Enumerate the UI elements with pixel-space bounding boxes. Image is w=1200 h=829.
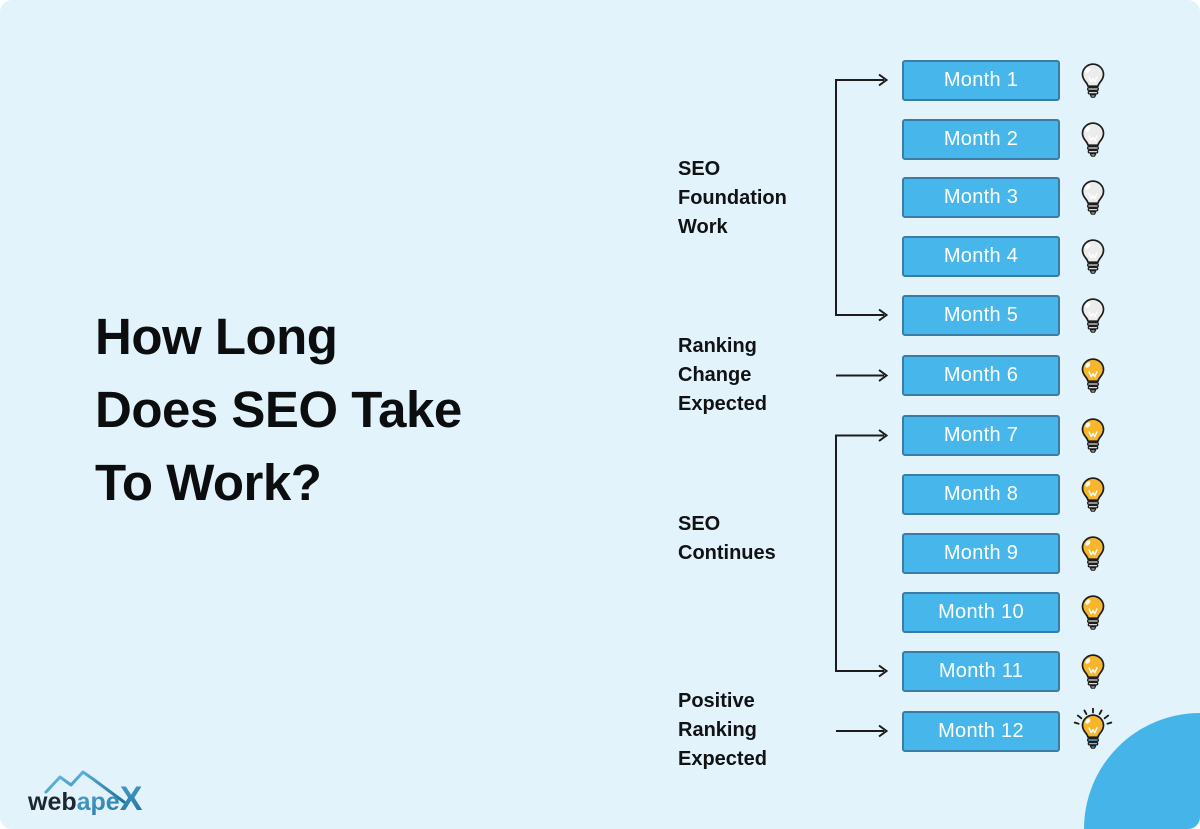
lightbulb-on-icon	[1072, 471, 1114, 518]
bracket-months-7-11-arrowhead-bottom	[878, 664, 889, 678]
month-label: Month 6	[943, 364, 1019, 386]
lightbulb-off-icon	[1072, 57, 1114, 104]
month-row: Month 4	[902, 236, 1114, 277]
bracket-months-1-5-arrowhead-top	[878, 73, 889, 87]
logo-text-x: X	[120, 780, 143, 818]
month-box: Month 5	[902, 294, 1060, 336]
phase-label-positive-ranking-expected: Positive Ranking Expected	[678, 687, 848, 774]
phase-label-line: Work	[678, 216, 728, 238]
month-row: Month 8	[902, 474, 1114, 515]
lightbulb-on-icon	[1072, 412, 1114, 459]
month-box: Month 11	[902, 650, 1060, 692]
lightbulb-on-icon	[1072, 530, 1114, 577]
lightbulb-off-icon	[1072, 174, 1114, 221]
lightbulb-on-icon	[1072, 648, 1114, 695]
phase-label-line: Expected	[678, 748, 767, 770]
phase-label-line: SEO	[678, 158, 721, 180]
page-title-line: How Long	[95, 308, 338, 365]
phase-label-line: Continues	[678, 542, 776, 564]
month-box: Month 10	[902, 592, 1060, 633]
phase-label-line: Change	[678, 364, 752, 386]
month-label: Month 1	[943, 68, 1019, 91]
month-box: Month 7	[902, 415, 1060, 456]
month-row: Month 6	[902, 355, 1114, 396]
month-box: Month 9	[902, 533, 1060, 574]
month-label: Month 3	[943, 186, 1019, 208]
phase-label-seo-foundation-work: SEO Foundation Work	[678, 155, 848, 242]
phase-label-line: Ranking	[678, 335, 757, 357]
month-row: Month 11	[902, 648, 1114, 695]
phase-label-ranking-change-expected: Ranking Change Expected	[678, 332, 848, 419]
month-label: Month 11	[938, 659, 1024, 682]
month-box: Month 8	[902, 474, 1060, 515]
logo-mountain-icon	[44, 770, 126, 804]
month-box: Month 6	[902, 355, 1060, 396]
svg-text:webapeX: webapeX	[27, 780, 143, 818]
month-label: Month 8	[943, 483, 1019, 505]
phase-label-line: SEO	[678, 513, 721, 535]
month-row: Month 1	[902, 57, 1114, 104]
month-row: Month 10	[902, 592, 1114, 633]
month-row: Month 12	[902, 707, 1114, 755]
page-title-line: To Work?	[95, 454, 322, 511]
month-row: Month 2	[902, 116, 1114, 163]
lightbulb-glow-icon	[1072, 707, 1114, 755]
month-row: Month 7	[902, 415, 1114, 456]
arrow-month-6-arrowhead	[878, 369, 889, 382]
month-label: Month 7	[943, 424, 1019, 446]
month-row: Month 9	[902, 533, 1114, 574]
month-label: Month 12	[938, 719, 1024, 742]
month-box: Month 2	[902, 118, 1060, 160]
logo-text-ape: ape	[77, 788, 120, 816]
logo-text-web: web	[27, 788, 77, 816]
phase-label-seo-continues: SEO Continues	[678, 510, 848, 568]
month-label: Month 5	[943, 303, 1019, 326]
month-box: Month 3	[902, 177, 1060, 218]
phase-label-line: Expected	[678, 393, 767, 415]
lightbulb-off-icon	[1072, 233, 1114, 280]
month-label: Month 4	[943, 245, 1019, 267]
month-box: Month 4	[902, 236, 1060, 277]
arrow-month-12-arrowhead	[878, 724, 889, 738]
month-row: Month 3	[902, 177, 1114, 218]
month-label: Month 10	[938, 601, 1024, 623]
bracket-months-7-11-arrowhead-top	[878, 429, 889, 442]
page-title-line: Does SEO Take	[95, 381, 462, 438]
phase-label-line: Foundation	[678, 187, 787, 209]
page-title: How Long Does SEO Take To Work?	[95, 300, 462, 519]
lightbulb-off-icon	[1072, 292, 1114, 339]
month-label: Month 2	[943, 127, 1019, 150]
lightbulb-off-icon	[1072, 116, 1114, 163]
month-label: Month 9	[943, 542, 1019, 564]
lightbulb-on-icon	[1072, 589, 1114, 636]
month-row: Month 5	[902, 292, 1114, 339]
bracket-months-1-5-arrowhead-bottom	[878, 308, 889, 322]
phase-label-line: Positive	[678, 690, 755, 712]
month-box: Month 12	[902, 710, 1060, 752]
phase-label-line: Ranking	[678, 719, 757, 741]
month-box: Month 1	[902, 59, 1060, 101]
lightbulb-on-icon	[1072, 352, 1114, 399]
webapex-logo: webapeX	[27, 770, 143, 818]
